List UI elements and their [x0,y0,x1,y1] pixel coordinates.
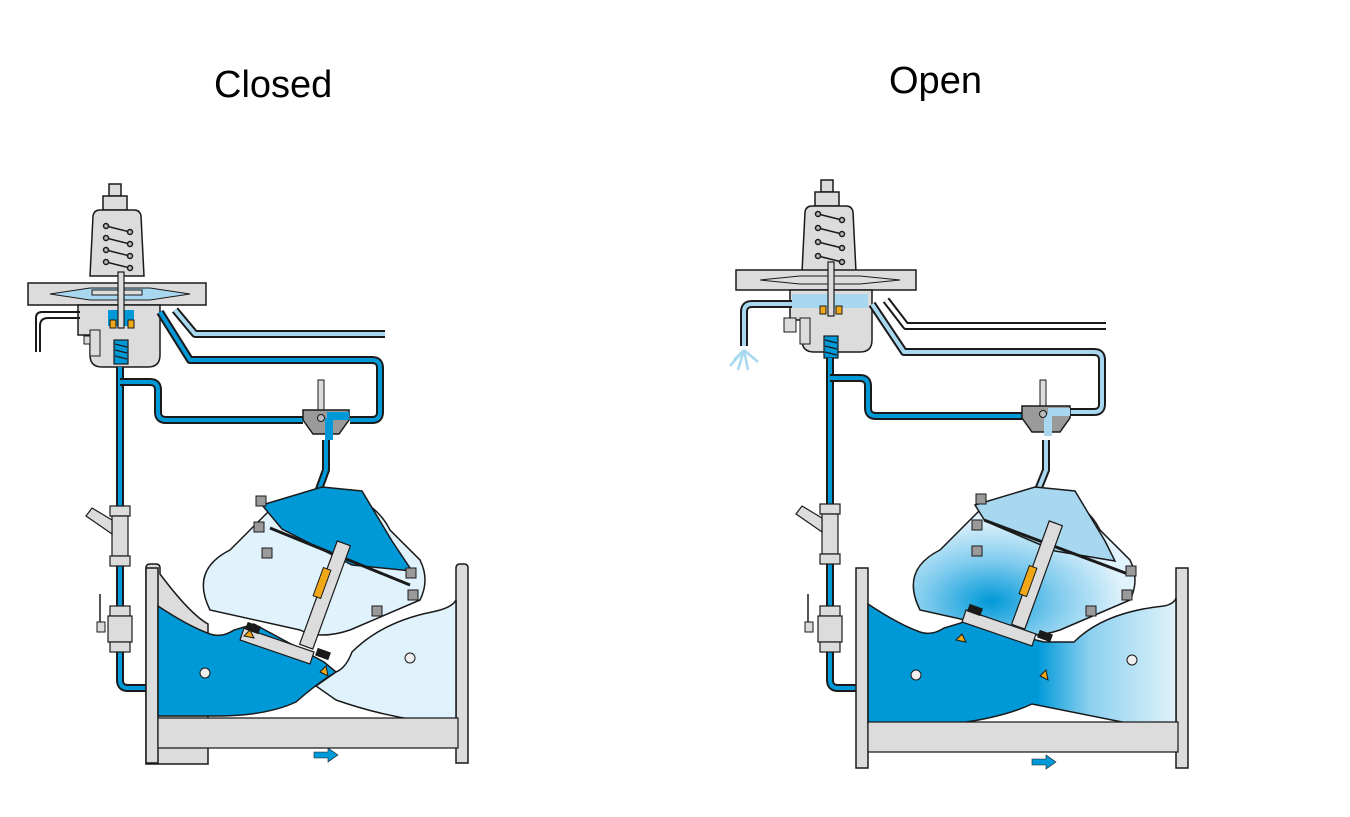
open-title: Open [889,60,982,102]
ball-valve [96,594,133,653]
pilot-spring [814,210,846,266]
bonnet-bolts [971,493,1137,617]
open-valve-assembly [729,179,1189,770]
pilot-tubing [35,307,385,692]
flow-chamber [867,597,1177,725]
inlet-flange [855,567,869,769]
disc-seal [245,621,261,635]
spring-bonnet [89,209,145,277]
valve-disc [239,627,315,665]
disc-seal [967,603,983,617]
flow-arrow-icon [1031,754,1057,770]
inlet-flange [145,567,159,764]
strainer [795,503,841,565]
main-valve-body [855,486,1189,769]
pilot-tubing [740,297,1106,692]
pilot-stem [117,271,125,329]
valve-disc [961,609,1037,647]
closed-title: Closed [214,64,333,106]
flow-arrow-icon [313,747,339,763]
pilot-return-spring [823,335,839,359]
seat-ring [954,633,1049,681]
main-valve-body [145,486,469,765]
pilot-stem [827,261,835,317]
pilot-return-spring [113,339,129,365]
pilot-spring [102,222,134,272]
adjusting-screw [820,179,834,193]
bonnet-bolts [253,495,419,617]
seat-ring [242,629,329,677]
ball-valve [804,594,843,653]
strainer [85,505,131,567]
closed-valve-assembly [27,183,469,765]
discharge-spray-icon [729,349,759,371]
outlet-chamber [314,599,457,721]
main-diaphragm [983,518,1129,576]
outlet-flange [455,563,469,764]
flow-control-valve [1021,379,1071,436]
adjusting-screw [108,183,122,197]
flow-control-valve [302,379,350,440]
pilot-valve [735,179,917,359]
pilot-valve [27,183,207,368]
control-chamber [260,486,414,572]
